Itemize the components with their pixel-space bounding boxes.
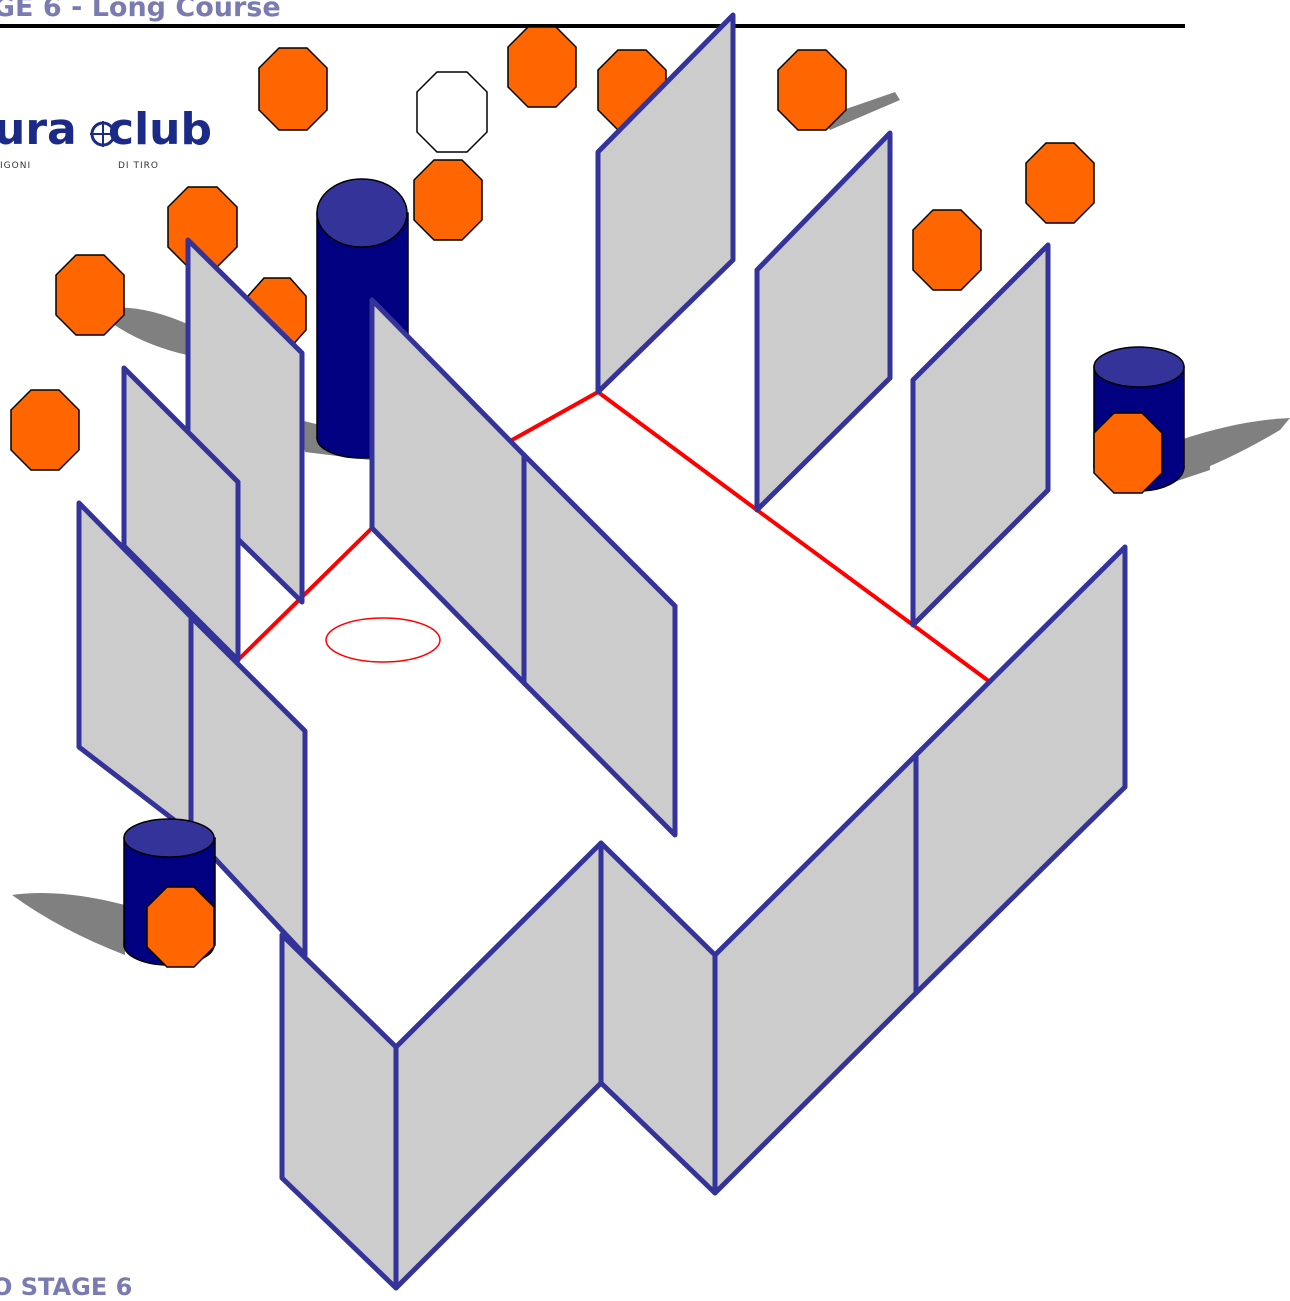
steel-target-octagon-icon (1093, 412, 1163, 494)
fault-line (911, 623, 992, 684)
page-title: AGE 6 - Long Course (0, 0, 281, 23)
wall-panel (712, 752, 919, 1196)
steel-target-octagon-icon (10, 389, 80, 471)
title-rule (0, 24, 1185, 28)
steel-target-octagon-icon (413, 159, 483, 241)
wall-panel (521, 452, 678, 838)
fault-line (236, 526, 374, 662)
wall-panel (279, 932, 399, 1291)
logo-sub-left: IGONI (0, 161, 32, 171)
steel-target-octagon-icon (912, 209, 982, 291)
logo-sub-right: DI TIRO (118, 161, 159, 171)
barrel-top (1093, 346, 1185, 388)
fault-line (755, 508, 915, 627)
steel-target-octagon-icon (258, 47, 328, 131)
wall-panel (598, 840, 718, 1196)
wall-panel (121, 365, 241, 663)
wall-panel (369, 297, 527, 686)
steel-target-octagon-icon (1025, 142, 1095, 224)
walls-back (121, 12, 1051, 838)
footer-label: O STAGE 6 (0, 1273, 133, 1301)
logo-word-right: club (108, 104, 212, 155)
shadow (95, 307, 215, 360)
fault-line (596, 390, 759, 512)
barrel-left (123, 818, 216, 968)
barrel-top (123, 818, 215, 858)
steel-target-octagon-icon (146, 886, 215, 968)
crosshair-icon (90, 121, 116, 147)
barrel-top (316, 178, 408, 248)
club-logo: ura club IGONI DI TIRO (0, 105, 230, 177)
wall-panel (910, 242, 1051, 628)
shadow (12, 892, 125, 955)
shooting-box (325, 617, 441, 663)
no-shoot-octagon-outline-icon (416, 71, 488, 153)
barrel-right (1093, 346, 1185, 494)
fault-lines (236, 390, 992, 684)
logo-word-left: ura (0, 104, 77, 155)
wall-panel (754, 130, 893, 513)
shadow (820, 92, 900, 130)
steel-target-octagon-icon (507, 26, 577, 108)
wall-panel (595, 12, 736, 395)
fault-line (511, 390, 599, 442)
steel-target-octagon-icon (777, 49, 847, 131)
walls-front (76, 500, 1128, 1291)
steel-target-octagon-icon (55, 254, 125, 336)
barrel-large (316, 178, 409, 459)
wall-panel (913, 544, 1128, 996)
wall-panel (393, 840, 604, 1291)
